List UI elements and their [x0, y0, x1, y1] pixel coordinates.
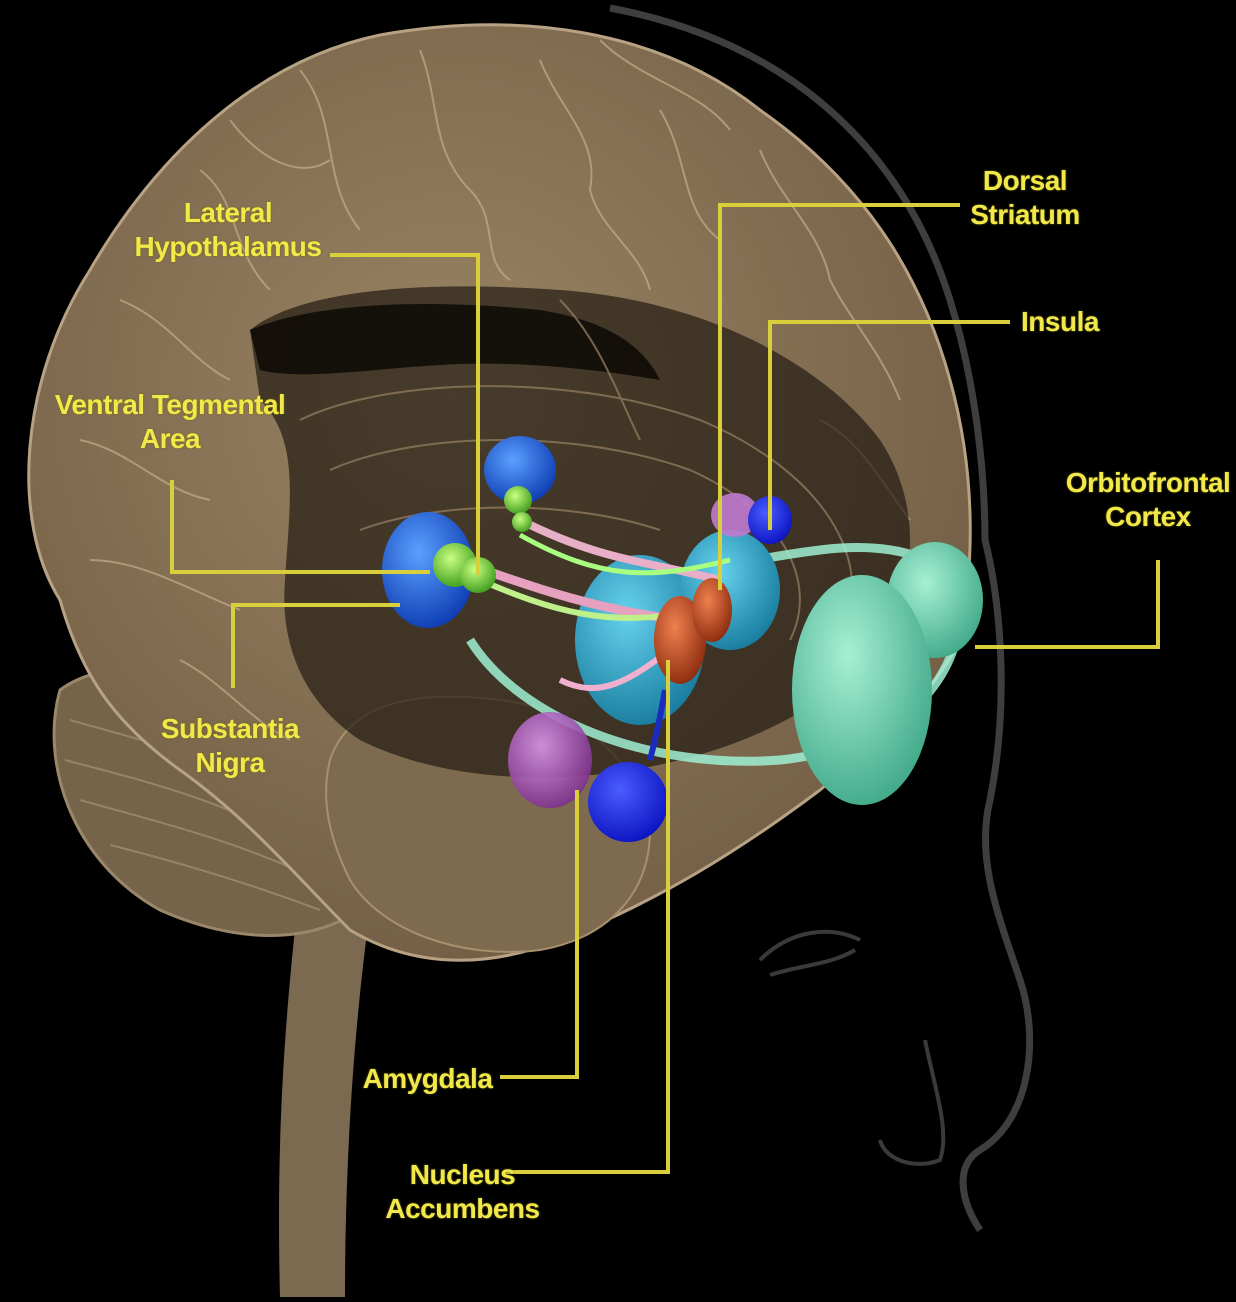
- label-vta-line2: Area: [45, 422, 295, 456]
- lower-blue-node: [588, 762, 668, 842]
- label-orbitofrontal-cortex: Orbitofrontal Cortex: [1060, 466, 1236, 534]
- label-substantia-nigra-line1: Substantia: [150, 712, 310, 746]
- label-substantia-nigra-line2: Nigra: [150, 746, 310, 780]
- label-nucleus-accumbens: Nucleus Accumbens: [375, 1158, 550, 1226]
- label-amygdala-line1: Amygdala: [355, 1062, 500, 1096]
- upper-green-node-2: [512, 512, 532, 532]
- label-dorsal-striatum-line1: Dorsal: [960, 164, 1090, 198]
- label-dorsal-striatum: Dorsal Striatum: [960, 164, 1090, 232]
- label-ofc-line1: Orbitofrontal: [1060, 466, 1236, 500]
- label-ofc-line2: Cortex: [1060, 500, 1236, 534]
- nucleus-accumbens-second-lobe: [692, 578, 732, 642]
- label-insula: Insula: [1010, 305, 1110, 339]
- label-nucleus-accumbens-line2: Accumbens: [375, 1192, 550, 1226]
- upper-green-node: [504, 486, 532, 514]
- label-nucleus-accumbens-line1: Nucleus: [375, 1158, 550, 1192]
- label-substantia-nigra: Substantia Nigra: [150, 712, 310, 780]
- orbitofrontal-cortex-structure: [792, 575, 932, 805]
- label-amygdala: Amygdala: [355, 1062, 500, 1096]
- label-ventral-tegmental-area: Ventral Tegmental Area: [45, 388, 295, 456]
- label-lateral-hypothalamus: Lateral Hypothalamus: [128, 196, 328, 264]
- label-lateral-hypothalamus-line2: Hypothalamus: [128, 230, 328, 264]
- label-vta-line1: Ventral Tegmental: [45, 388, 295, 422]
- amygdala-structure: [508, 712, 592, 808]
- label-insula-line1: Insula: [1010, 305, 1110, 339]
- label-lateral-hypothalamus-line1: Lateral: [128, 196, 328, 230]
- label-dorsal-striatum-line2: Striatum: [960, 198, 1090, 232]
